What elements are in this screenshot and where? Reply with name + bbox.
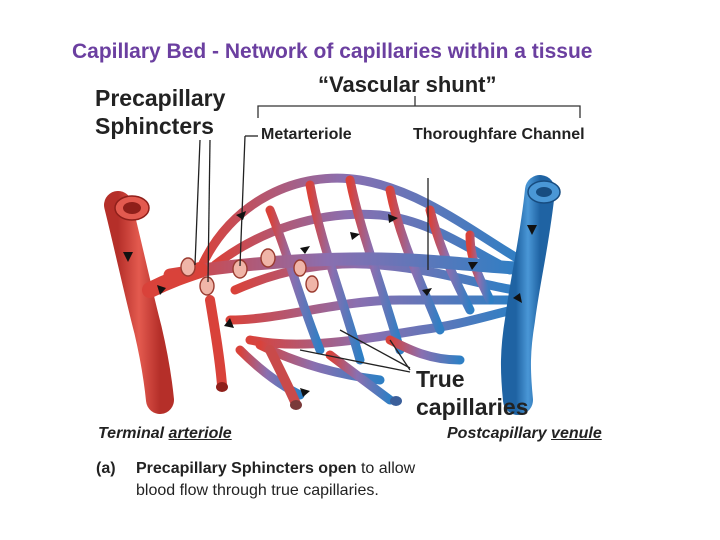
- terminal-arteriole-vessel: [104, 191, 302, 414]
- caption-bold: Precapillary Sphincters open: [136, 460, 357, 477]
- page-title: Capillary Bed - Network of capillaries w…: [72, 40, 593, 63]
- precapillary-label-line2: Sphincters: [95, 113, 214, 139]
- terminal-arteriole-label: Terminal arteriole: [98, 425, 232, 443]
- postcapillary-venule-prefix: Postcapillary: [447, 425, 552, 442]
- vascular-shunt-label: “Vascular shunt”: [318, 72, 497, 97]
- terminal-arteriole-prefix: Terminal: [98, 425, 169, 442]
- precapillary-label-line1: Precapillary: [95, 85, 226, 111]
- caption-rest: to allow: [356, 460, 416, 477]
- true-capillaries-label-line1: True: [416, 366, 465, 392]
- true-capillaries-network: [195, 173, 525, 405]
- caption-line1: Precapillary Sphincters open to allow: [136, 458, 415, 480]
- flow-arrows: [123, 211, 537, 397]
- true-capillaries-label-line2: capillaries: [416, 394, 529, 420]
- metarteriole-label: Metarteriole: [261, 126, 352, 143]
- pointer-lines: [194, 135, 429, 373]
- postcapillary-venule-label: Postcapillary venule: [447, 425, 602, 443]
- shunt-bracket: [257, 96, 581, 118]
- terminal-arteriole-underlined: arteriole: [168, 425, 232, 442]
- thoroughfare-channel-label: Thoroughfare Channel: [413, 126, 585, 143]
- precapillary-sphincters: [180, 248, 319, 296]
- caption-line2: blood flow through true capillaries.: [136, 482, 379, 499]
- caption-tag: (a): [96, 460, 116, 477]
- postcapillary-venule-underlined: venule: [551, 425, 602, 442]
